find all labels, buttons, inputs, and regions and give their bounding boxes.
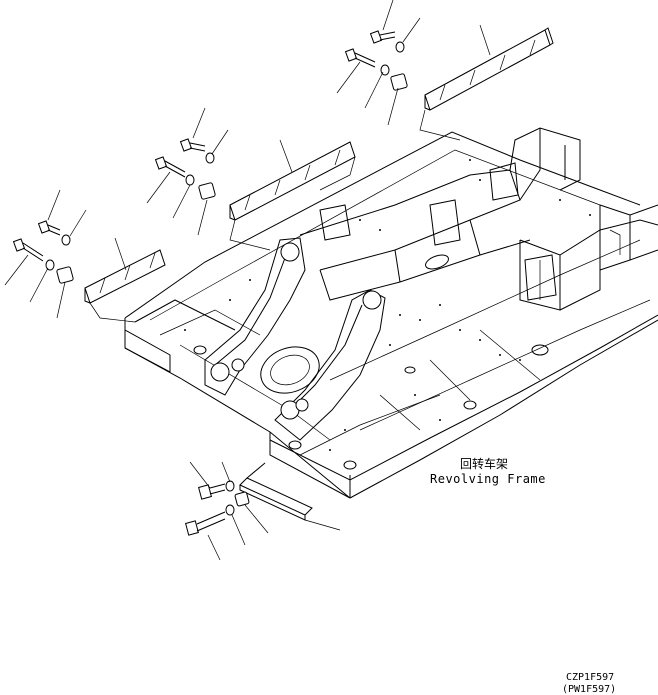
bolt-icon — [198, 483, 226, 500]
frame-label-english: Revolving Frame — [430, 472, 546, 486]
spacer-icon — [234, 491, 250, 507]
drawing-code-secondary: (PW1F597) — [562, 684, 617, 695]
spacer-icon — [198, 182, 216, 200]
spacer-icon — [390, 73, 408, 91]
washer-icon — [45, 259, 55, 271]
bolt-icon — [179, 138, 206, 152]
revolving-frame — [124, 127, 658, 499]
bolt-icon — [154, 156, 186, 178]
bolt-icon — [344, 48, 376, 68]
bolt-icon — [369, 30, 396, 44]
washer-icon — [395, 41, 405, 53]
washer-icon — [225, 480, 235, 492]
washer-icon — [225, 504, 235, 516]
washer-icon — [205, 152, 215, 164]
cover-plate-group-1 — [336, 0, 554, 141]
drawing-code-primary: CZP1F597 — [566, 672, 615, 683]
cover-plate-group-2 — [146, 107, 356, 251]
washer-icon — [185, 174, 195, 186]
cover-plate-group-3 — [4, 189, 166, 323]
bolt-icon — [185, 511, 226, 536]
bolt-icon — [12, 238, 44, 262]
spacer-icon — [56, 266, 74, 284]
bolt-icon — [37, 220, 61, 236]
washer-icon — [61, 234, 71, 246]
frame-label-chinese: 回转车架 — [460, 457, 509, 471]
lower-cover-group — [185, 461, 341, 561]
